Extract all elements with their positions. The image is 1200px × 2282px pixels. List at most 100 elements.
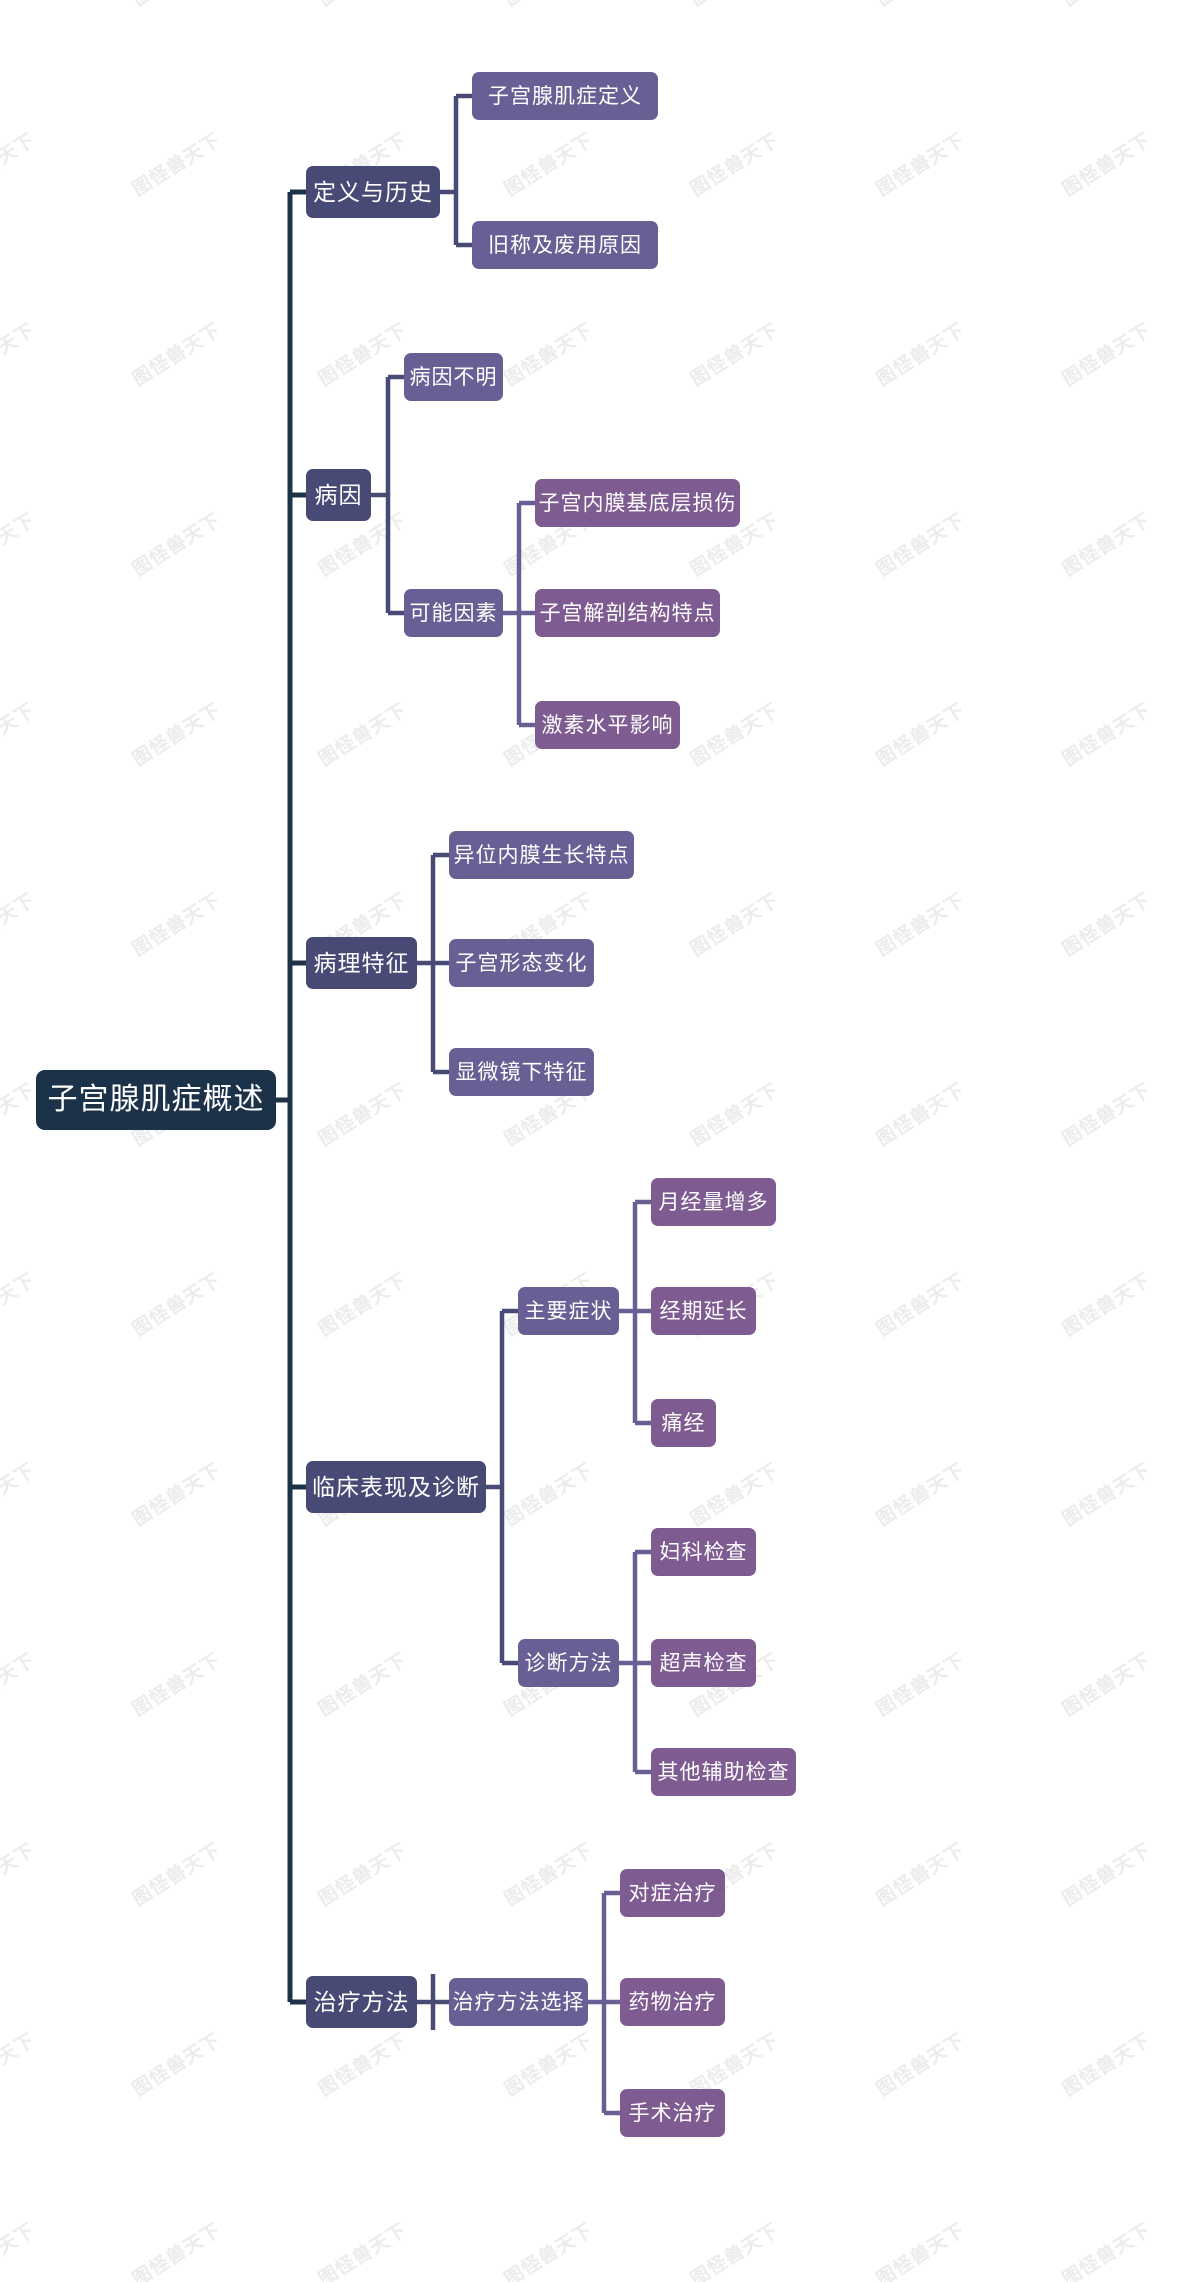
subtopic-label: 妇科检查 xyxy=(659,1540,748,1564)
branch-label: 病因 xyxy=(314,481,363,508)
subtopic-label: 手术治疗 xyxy=(628,2101,717,2125)
topic-node-adenomyosis-definition[interactable]: 子宫腺肌症定义 xyxy=(472,72,658,120)
subtopic-node-other-auxiliary-exam[interactable]: 其他辅助检查 xyxy=(651,1748,796,1796)
subtopic-label: 子宫内膜基底层损伤 xyxy=(538,491,737,515)
watermark-text: 图怪兽天下 xyxy=(686,2218,784,2282)
watermark-text: 图怪兽天下 xyxy=(0,1648,40,1721)
watermark-text: 图怪兽天下 xyxy=(500,128,598,201)
subtopic-label: 药物治疗 xyxy=(628,1990,717,2014)
watermark-text: 图怪兽天下 xyxy=(0,128,40,201)
watermark-text: 图怪兽天下 xyxy=(126,0,225,11)
watermark-text: 图怪兽天下 xyxy=(500,318,598,391)
watermark-text: 图怪兽天下 xyxy=(1058,1078,1156,1151)
watermark-text: 图怪兽天下 xyxy=(684,0,783,11)
subtopic-node-drug-treatment[interactable]: 药物治疗 xyxy=(620,1978,725,2026)
watermark-text: 图怪兽天下 xyxy=(0,888,40,961)
watermark-text: 图怪兽天下 xyxy=(0,2028,40,2101)
watermark-text: 图怪兽天下 xyxy=(1058,698,1156,771)
branch-node-definition-history[interactable]: 定义与历史 xyxy=(306,166,440,218)
watermark-text: 图怪兽天下 xyxy=(1058,1838,1156,1911)
topic-label: 子宫形态变化 xyxy=(455,951,588,975)
watermark-text: 图怪兽天下 xyxy=(1058,888,1156,961)
topic-node-old-name-deprecation[interactable]: 旧称及废用原因 xyxy=(472,221,658,269)
watermark-text: 图怪兽天下 xyxy=(128,508,226,581)
watermark-text: 图怪兽天下 xyxy=(128,1648,226,1721)
watermark-text: 图怪兽天下 xyxy=(128,128,226,201)
watermark-text: 图怪兽天下 xyxy=(872,1268,970,1341)
topic-node-main-symptoms[interactable]: 主要症状 xyxy=(518,1287,619,1335)
watermark-text: 图怪兽天下 xyxy=(686,1458,784,1531)
subtopic-node-surgical-treatment[interactable]: 手术治疗 xyxy=(620,2089,725,2137)
topic-node-unknown-cause[interactable]: 病因不明 xyxy=(404,353,503,401)
topic-node-uterine-shape-change[interactable]: 子宫形态变化 xyxy=(449,939,594,987)
topic-label: 异位内膜生长特点 xyxy=(453,843,630,867)
watermark-text: 图怪兽天下 xyxy=(872,698,970,771)
topic-label: 主要症状 xyxy=(524,1299,613,1323)
subtopic-node-basal-endometrium-injury[interactable]: 子宫内膜基底层损伤 xyxy=(535,479,740,527)
subtopic-node-dysmenorrhea[interactable]: 痛经 xyxy=(651,1399,716,1447)
watermark-text: 图怪兽天下 xyxy=(314,318,412,391)
subtopic-node-uterine-anatomy[interactable]: 子宫解剖结构特点 xyxy=(535,589,720,637)
branch-label: 治疗方法 xyxy=(313,1988,410,2015)
connector-root-group xyxy=(276,189,306,2005)
topic-node-ectopic-endometrium-growth[interactable]: 异位内膜生长特点 xyxy=(449,831,634,879)
watermark-text: 图怪兽天下 xyxy=(872,1838,970,1911)
watermark-text: 图怪兽天下 xyxy=(872,1078,970,1151)
watermark-text: 图怪兽天下 xyxy=(128,888,226,961)
watermark-text: 图怪兽天下 xyxy=(128,1268,226,1341)
subtopic-label: 其他辅助检查 xyxy=(657,1760,790,1784)
watermark-text: 图怪兽天下 xyxy=(686,888,784,961)
topic-label: 治疗方法选择 xyxy=(452,1990,585,2014)
branch-node-treatment[interactable]: 治疗方法 xyxy=(306,1976,417,2028)
watermark-text: 图怪兽天下 xyxy=(1058,1458,1156,1531)
topic-node-possible-factors[interactable]: 可能因素 xyxy=(404,589,503,637)
topic-node-diagnostic-methods[interactable]: 诊断方法 xyxy=(518,1639,619,1687)
topic-node-treatment-selection[interactable]: 治疗方法选择 xyxy=(449,1978,588,2026)
subtopic-node-gynecologic-exam[interactable]: 妇科检查 xyxy=(651,1528,756,1576)
watermark-text: 图怪兽天下 xyxy=(314,1838,412,1911)
watermark-text: 图怪兽天下 xyxy=(872,128,970,201)
watermark-text: 图怪兽天下 xyxy=(128,1838,226,1911)
subtopic-label: 激素水平影响 xyxy=(541,713,674,737)
topic-node-microscopic-features[interactable]: 显微镜下特征 xyxy=(449,1048,594,1096)
watermark-text: 图怪兽天下 xyxy=(1058,508,1156,581)
subtopic-node-symptomatic-treatment[interactable]: 对症治疗 xyxy=(620,1869,725,1917)
watermark-text: 图怪兽天下 xyxy=(314,698,412,771)
branch-node-etiology[interactable]: 病因 xyxy=(306,469,371,521)
watermark-text: 图怪兽天下 xyxy=(872,508,970,581)
branch-node-clinical-and-diagnosis[interactable]: 临床表现及诊断 xyxy=(306,1461,486,1513)
watermark-text: 图怪兽天下 xyxy=(0,1838,40,1911)
subtopic-label: 痛经 xyxy=(661,1411,706,1435)
watermark-text: 图怪兽天下 xyxy=(128,2218,226,2282)
watermark-text: 图怪兽天下 xyxy=(0,2218,40,2282)
watermark-text: 图怪兽天下 xyxy=(1058,128,1156,201)
subtopic-node-prolonged-period[interactable]: 经期延长 xyxy=(651,1287,756,1335)
watermark-text: 图怪兽天下 xyxy=(686,318,784,391)
watermark-text: 图怪兽天下 xyxy=(128,698,226,771)
subtopic-node-heavy-menstruation[interactable]: 月经量增多 xyxy=(651,1178,776,1226)
topic-label: 显微镜下特征 xyxy=(455,1060,588,1084)
watermark-text: 图怪兽天下 xyxy=(498,0,597,11)
watermark-text: 图怪兽天下 xyxy=(500,1838,598,1911)
watermark-text: 图怪兽天下 xyxy=(0,508,40,581)
watermark-text: 图怪兽天下 xyxy=(872,2028,970,2101)
subtopic-node-hormone-level-effect[interactable]: 激素水平影响 xyxy=(535,701,680,749)
watermark-text: 图怪兽天下 xyxy=(872,1458,970,1531)
mindmap-root-label: 子宫腺肌症概述 xyxy=(47,1083,265,1116)
mindmap-root-node[interactable]: 子宫腺肌症概述 xyxy=(36,1070,276,1130)
watermark-text: 图怪兽天下 xyxy=(314,1268,412,1341)
watermark-text: 图怪兽天下 xyxy=(1058,2218,1156,2282)
subtopic-node-ultrasound-exam[interactable]: 超声检查 xyxy=(651,1639,756,1687)
subtopic-label: 对症治疗 xyxy=(628,1881,717,1905)
watermark-text: 图怪兽天下 xyxy=(128,1458,226,1531)
watermark-text: 图怪兽天下 xyxy=(872,318,970,391)
watermark-text: 图怪兽天下 xyxy=(1058,2028,1156,2101)
branch-node-pathology[interactable]: 病理特征 xyxy=(306,937,417,989)
watermark-text: 图怪兽天下 xyxy=(686,128,784,201)
watermark-text: 图怪兽天下 xyxy=(1058,1648,1156,1721)
watermark-text: 图怪兽天下 xyxy=(870,0,969,11)
watermark-text: 图怪兽天下 xyxy=(686,1078,784,1151)
